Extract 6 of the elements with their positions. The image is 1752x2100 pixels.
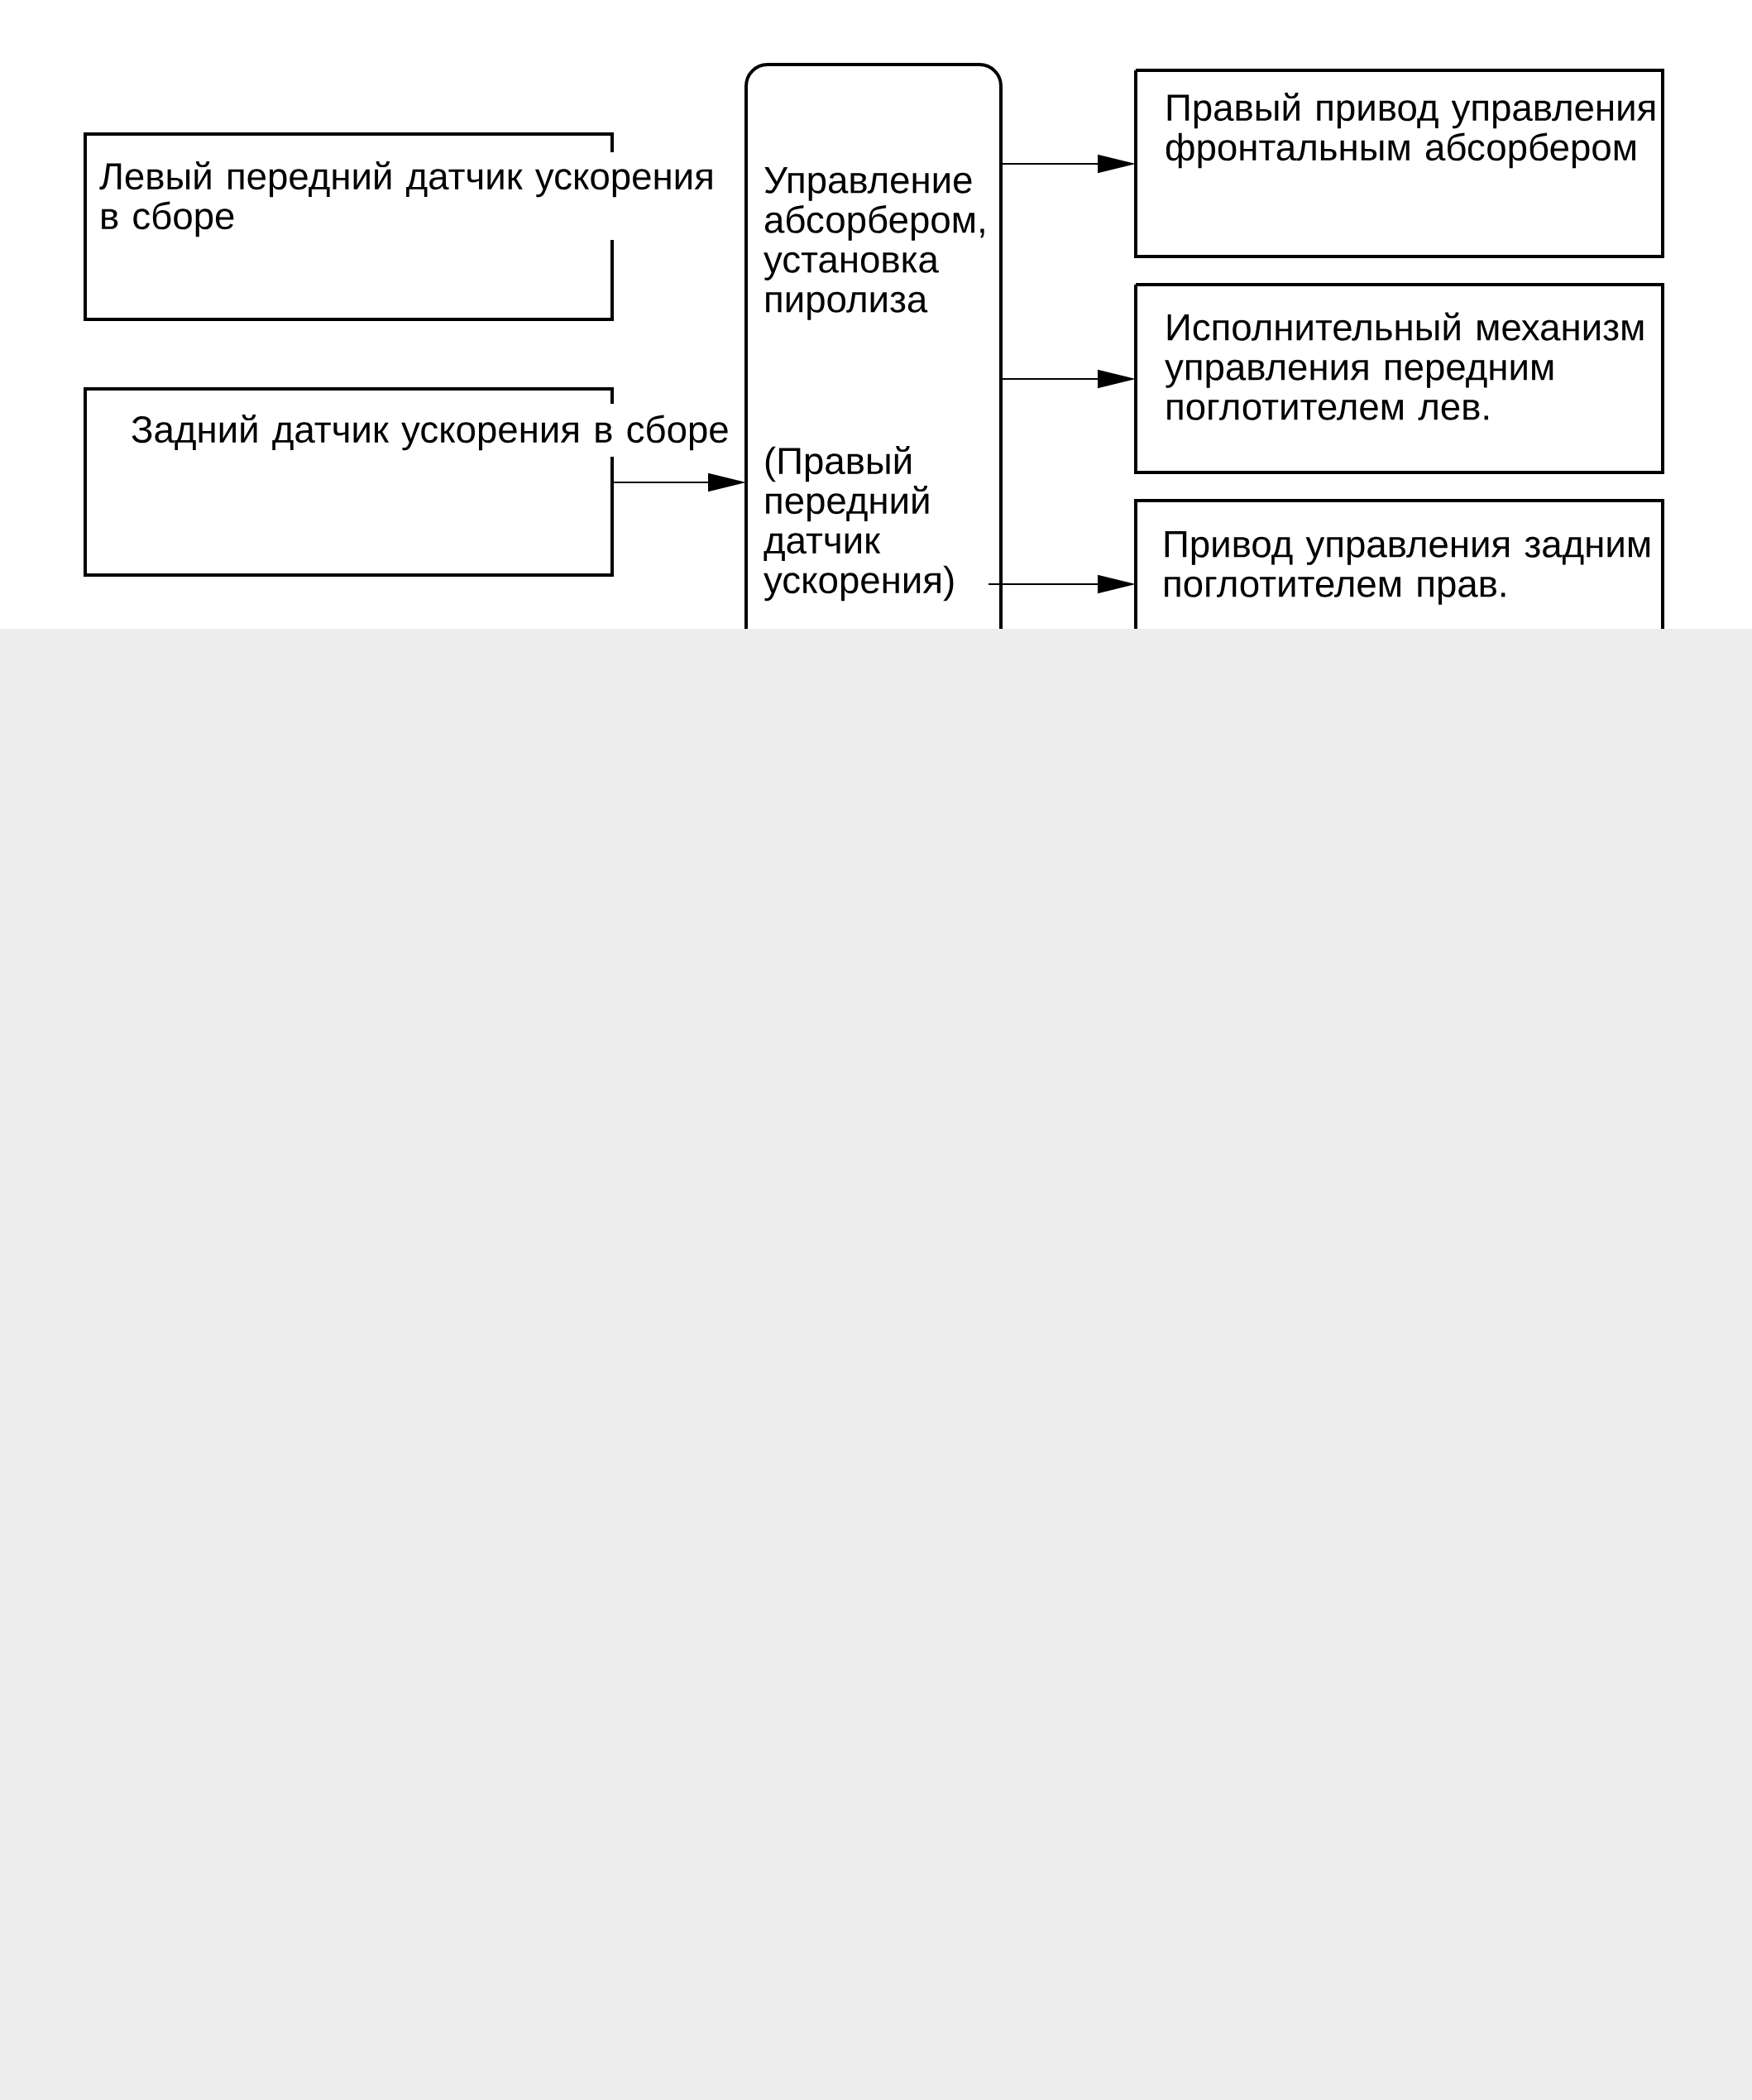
actuator-box: Привод управления задним поглотителем прав. (1134, 499, 1664, 629)
sensor-box: Левый передний датчик ускорения в сборе (84, 132, 712, 321)
sensor-box: Задний датчик ускорения в сборе (84, 386, 728, 577)
actuator-box: Правый привод управления фронтальным абсорбером (1134, 68, 1664, 258)
sensor-label: (Правый передний датчик ускорения) (764, 445, 954, 602)
actuator-box: Исполнительный механизм управления передним поглотителем лев. (1134, 282, 1664, 474)
